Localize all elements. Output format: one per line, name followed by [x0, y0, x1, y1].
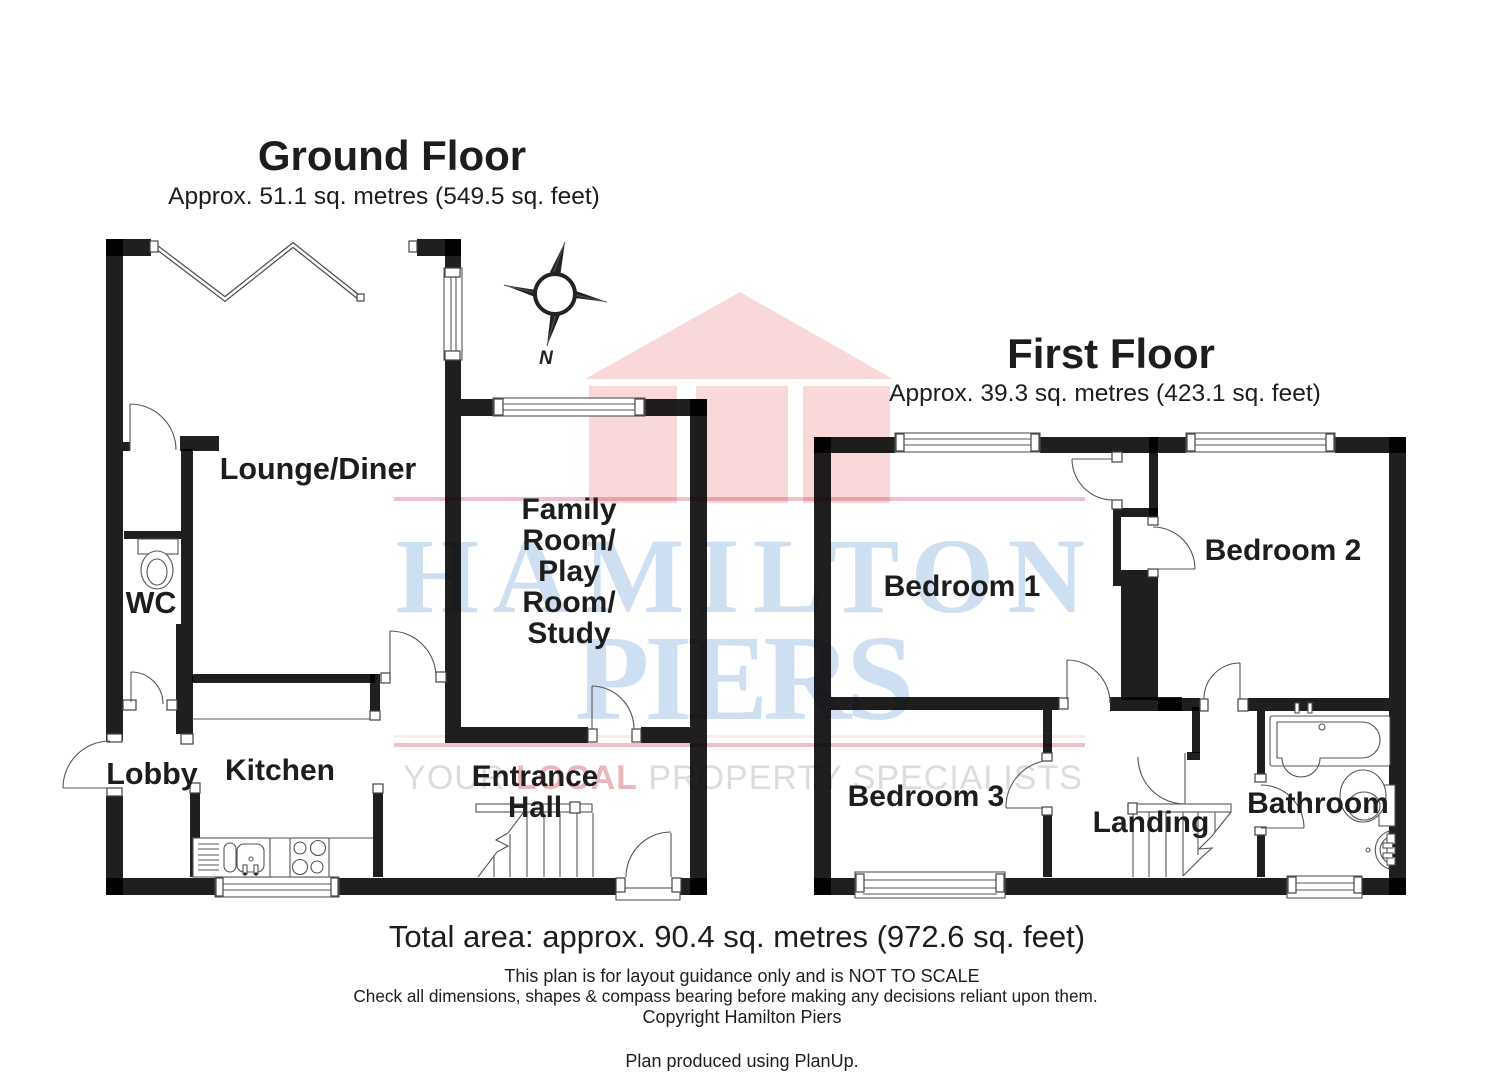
svg-text:Approx. 51.1 sq. metres (549.5: Approx. 51.1 sq. metres (549.5 sq. feet)	[168, 183, 600, 210]
svg-text:Lobby: Lobby	[106, 757, 198, 791]
svg-text:N: N	[539, 348, 554, 369]
svg-text:PIERS: PIERS	[575, 611, 909, 746]
svg-text:Copyright Hamilton Piers: Copyright Hamilton Piers	[642, 1007, 841, 1027]
svg-text:Entrance: Entrance	[472, 760, 598, 793]
svg-text:Hall: Hall	[508, 791, 562, 824]
svg-text:Bathroom: Bathroom	[1247, 787, 1389, 820]
svg-text:Family: Family	[521, 493, 616, 526]
svg-text:YOUR LOCAL PROPERTY SPECIALIST: YOUR LOCAL PROPERTY SPECIALISTS	[403, 759, 1083, 797]
svg-text:First Floor: First Floor	[1007, 330, 1215, 377]
svg-text:This plan is for layout guidan: This plan is for layout guidance only an…	[504, 966, 979, 986]
svg-text:Check all dimensions, shapes &: Check all dimensions, shapes & compass b…	[353, 986, 1097, 1006]
svg-text:Landing: Landing	[1093, 806, 1210, 839]
svg-text:Bedroom 3: Bedroom 3	[848, 780, 1005, 813]
svg-text:Play: Play	[538, 555, 600, 588]
svg-text:Room/: Room/	[522, 586, 616, 619]
svg-text:Bedroom 2: Bedroom 2	[1205, 534, 1362, 567]
svg-text:Approx. 39.3 sq. metres (423.1: Approx. 39.3 sq. metres (423.1 sq. feet)	[889, 380, 1321, 407]
svg-text:Study: Study	[527, 617, 611, 650]
svg-text:Bedroom 1: Bedroom 1	[884, 570, 1041, 603]
svg-text:Total area: approx. 90.4 sq. m: Total area: approx. 90.4 sq. metres (972…	[389, 919, 1085, 954]
svg-text:Room/: Room/	[522, 524, 616, 557]
svg-text:Ground Floor: Ground Floor	[258, 132, 526, 179]
svg-text:Plan produced using PlanUp.: Plan produced using PlanUp.	[625, 1051, 858, 1071]
svg-text:Kitchen: Kitchen	[225, 754, 335, 787]
svg-text:WC: WC	[126, 586, 177, 620]
svg-text:Lounge/Diner: Lounge/Diner	[220, 452, 417, 486]
svg-text:HAMILTON: HAMILTON	[396, 518, 1099, 636]
